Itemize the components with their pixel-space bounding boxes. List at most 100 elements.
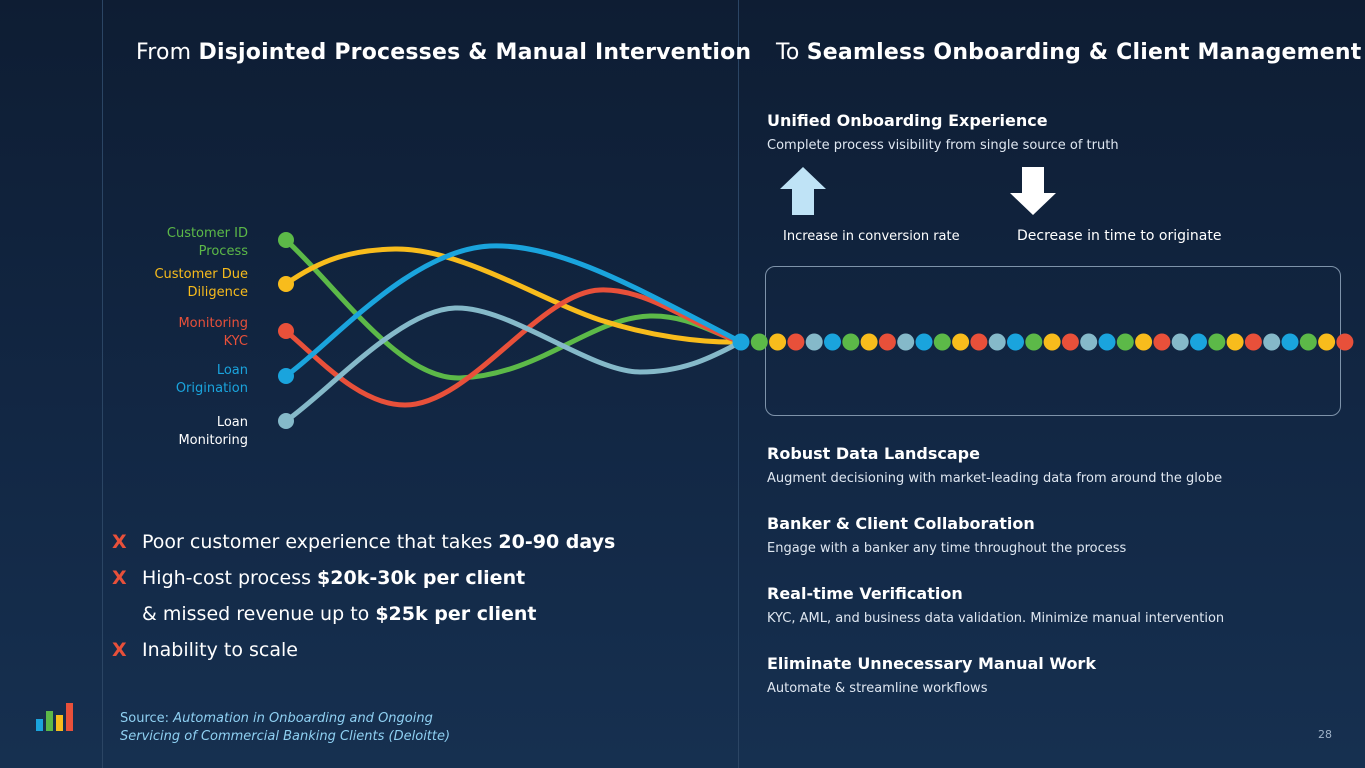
merged-stream-dot [1263, 333, 1281, 351]
x-mark-icon: X [112, 639, 127, 661]
merged-stream-dot [1299, 333, 1317, 351]
unified-onboarding-title: Unified Onboarding Experience [767, 111, 1048, 130]
flow-label-line: KYC [223, 334, 248, 349]
merged-stream-dot [769, 333, 787, 351]
feature-title: Eliminate Unnecessary Manual Work [767, 654, 1096, 673]
merged-stream-dot [860, 333, 878, 351]
source-text: Automation in Onboarding and Ongoing [173, 711, 433, 726]
merged-stream-dot [1080, 333, 1098, 351]
merged-stream-dot [1244, 333, 1262, 351]
merged-stream-dot [1336, 333, 1354, 351]
merged-stream-dot [1116, 333, 1134, 351]
source-text: Servicing of Commercial Banking Clients … [120, 729, 451, 744]
merged-stream-dot [915, 333, 933, 351]
merged-stream-dot [1007, 333, 1024, 351]
merged-stream-dot [1135, 333, 1153, 351]
flow-label-customer-id: Customer ID Process [128, 225, 248, 261]
merged-stream-dot [1098, 333, 1116, 351]
bullet-bold: $20k-30k per client [317, 567, 526, 589]
feature-desc: Automate & streamline workflows [767, 681, 988, 696]
feature-desc: KYC, AML, and business data validation. … [767, 611, 1225, 626]
merged-stream-dot [1208, 333, 1226, 351]
flow-label-line: Origination [175, 381, 248, 396]
merged-stream-dot [1226, 333, 1244, 351]
source-line-2: Servicing of Commercial Banking Clients … [120, 728, 450, 746]
flow-start-dot [278, 276, 294, 292]
flow-label-line: Customer ID [166, 226, 248, 241]
flow-curve [283, 246, 744, 345]
flow-label-line: Monitoring [178, 433, 248, 448]
merged-stream-dot [1043, 333, 1061, 351]
merged-stream-dot [1153, 333, 1171, 351]
merged-stream-dot [805, 333, 823, 351]
flow-start-dot [278, 232, 294, 248]
merged-stream-dot [970, 333, 988, 351]
merged-stream-dot [732, 333, 750, 351]
left-divider [102, 0, 103, 768]
increase-conversion-label: Increase in conversion rate [783, 229, 960, 244]
bullet-bold: 20-90 days [498, 531, 616, 553]
left-title: From Disjointed Processes & Manual Inter… [136, 40, 751, 65]
bullet-bold: $25k per client [375, 603, 537, 625]
flow-start-dot [278, 323, 294, 339]
x-mark-icon: X [112, 567, 127, 589]
merged-stream-dot [897, 333, 915, 351]
flow-label-line: Customer Due [154, 267, 248, 282]
merged-stream-dot [1318, 333, 1336, 351]
feature-title: Real-time Verification [767, 584, 963, 603]
merged-stream-dot [1281, 333, 1299, 351]
arrow-up-icon [780, 167, 826, 215]
arrow-down-icon [1010, 167, 1056, 215]
merged-stream-dot [787, 333, 805, 351]
pain-point-bullet: X Poor customer experience that takes 20-… [112, 531, 615, 553]
page-number: 28 [1318, 728, 1332, 741]
flow-label-line: Loan [216, 363, 248, 378]
right-title-bold: Seamless Onboarding & Client Management [806, 40, 1362, 65]
flow-label-line: Monitoring [178, 316, 248, 331]
pain-point-bullet: X Inability to scale [112, 639, 298, 661]
merged-stream-dot [842, 333, 860, 351]
flow-start-dot [278, 368, 294, 384]
source-prefix: Source: [120, 711, 170, 726]
pain-point-bullet: X High-cost process $20k-30k per client [112, 567, 525, 589]
bullet-text: Inability to scale [142, 639, 298, 661]
flow-curve [283, 305, 744, 424]
decrease-time-label: Decrease in time to originate [1017, 228, 1222, 244]
center-divider [738, 0, 739, 768]
merged-stream-dot [1190, 333, 1207, 351]
merged-stream-dot [824, 333, 841, 351]
flow-label-line: Diligence [187, 285, 248, 300]
right-title-prefix: To [776, 40, 800, 65]
feature-title: Banker & Client Collaboration [767, 514, 1035, 533]
merged-stream-dot [1061, 333, 1079, 351]
feature-desc: Augment decisioning with market-leading … [767, 471, 1223, 486]
flow-start-dot [278, 413, 294, 429]
left-title-prefix: From [136, 40, 192, 65]
bullet-text: Poor customer experience that takes [142, 531, 499, 553]
merged-stream-dot [988, 333, 1006, 351]
pain-point-bullet-continuation: & missed revenue up to $25k per client [112, 603, 537, 625]
left-title-bold: Disjointed Processes & Manual Interventi… [198, 40, 752, 65]
source-line-1: Source: Automation in Onboarding and Ong… [120, 710, 450, 728]
x-mark-icon: X [112, 531, 127, 553]
merged-stream-dot [952, 333, 970, 351]
merged-stream-dot [1025, 333, 1043, 351]
source-citation: Source: Automation in Onboarding and Ong… [120, 710, 450, 746]
feature-desc: Engage with a banker any time throughout… [767, 541, 1127, 556]
flow-curve [283, 243, 744, 379]
bullet-text: High-cost process [142, 567, 318, 589]
flow-label-line: Loan [216, 415, 248, 430]
flow-label-line: Process [198, 244, 248, 259]
bar-chart-logo-icon [36, 703, 73, 731]
flow-curve [283, 287, 744, 408]
right-title: To Seamless Onboarding & Client Manageme… [776, 40, 1361, 65]
merged-stream-dot [1171, 333, 1189, 351]
feature-title: Robust Data Landscape [767, 444, 980, 463]
bullet-text: & missed revenue up to [142, 603, 376, 625]
unified-onboarding-desc: Complete process visibility from single … [767, 138, 1119, 153]
